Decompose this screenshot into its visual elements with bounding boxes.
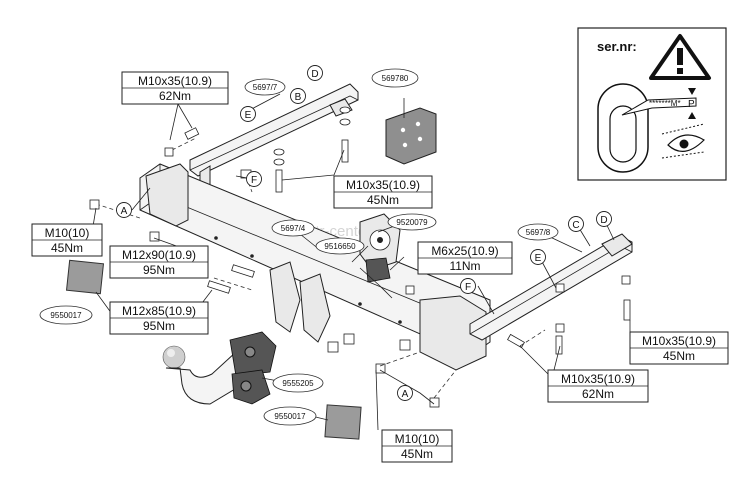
callout-a-left: A xyxy=(116,202,132,218)
nut-top-left xyxy=(164,147,174,157)
tow-ball-assembly xyxy=(162,331,277,405)
part-label-9555205: 9555205 xyxy=(272,373,324,393)
callout-e-top: E xyxy=(240,106,256,122)
callout-letter: B xyxy=(295,92,302,103)
part-label-5697-4: 5697/4 xyxy=(271,219,315,237)
bolt-top-right xyxy=(341,139,349,163)
callout-letter: A xyxy=(402,389,409,400)
part-number-text: 5697/4 xyxy=(281,224,306,233)
spec-box-m6x25: M6x25(10.9) 11Nm xyxy=(417,241,513,275)
bracket-5697-8 xyxy=(469,233,633,341)
spec-text-line2: 95Nm xyxy=(143,263,175,277)
fasteners xyxy=(89,106,631,408)
part-label-5697-8: 5697/8 xyxy=(517,223,559,241)
spec-text-line1: M10x35(10.9) xyxy=(642,334,716,348)
part-number-text: 5697/8 xyxy=(526,228,551,237)
spec-box-m10-bottom: M10(10) 45Nm xyxy=(381,429,453,463)
spec-text-line1: M10(10) xyxy=(395,432,440,446)
part-label-5697-7: 5697/7 xyxy=(244,78,286,96)
bolt-right-3 xyxy=(507,333,525,349)
callout-letter: C xyxy=(572,220,579,231)
spec-text-line1: M12x90(10.9) xyxy=(122,248,196,262)
spec-text-line1: M10(10) xyxy=(45,226,90,240)
part-number-text: 9550017 xyxy=(274,412,306,421)
cover-plate-bottom xyxy=(324,404,362,440)
callout-d-right: D xyxy=(596,211,612,227)
callout-d-top: D xyxy=(307,65,323,81)
spec-text-line2: 45Nm xyxy=(367,193,399,207)
spec-text-line2: 45Nm xyxy=(401,447,433,461)
spec-box-m12x90: M12x90(10.9) 95Nm xyxy=(109,245,209,279)
spec-text-line2: 45Nm xyxy=(51,241,83,255)
spec-text-line1: M10x35(10.9) xyxy=(561,372,635,386)
part-label-9550017-bottom: 9550017 xyxy=(263,406,317,426)
nut-bottom-2 xyxy=(429,397,440,408)
callout-letter: E xyxy=(535,253,542,264)
callout-e-right: E xyxy=(530,249,546,265)
callout-letter: E xyxy=(245,110,252,121)
bolt-m12x85 xyxy=(207,280,231,294)
bolt-top-left xyxy=(184,127,200,140)
bolt-top-center xyxy=(275,169,283,193)
callout-letter: F xyxy=(251,175,257,186)
part-number-text: 9516650 xyxy=(324,242,356,251)
spacer-plate-569780 xyxy=(385,107,437,165)
part-number-text: 9520079 xyxy=(396,218,428,227)
nut-left-1 xyxy=(89,199,100,210)
spec-box-m10x35-62nm-top: M10x35(10.9) 62Nm xyxy=(121,71,229,105)
spec-box-m10x35-45nm-right: M10x35(10.9) 45Nm xyxy=(629,331,729,365)
part-label-9520079: 9520079 xyxy=(387,213,437,231)
serial-number-panel: ser.nr: *******M* P xyxy=(577,27,727,181)
spec-box-m10-left: M10(10) 45Nm xyxy=(31,223,103,257)
spec-text-line2: 62Nm xyxy=(582,387,614,401)
part-number-text: 5697/7 xyxy=(253,83,278,92)
warning-icon xyxy=(649,34,711,80)
serial-plate-text: *******M* xyxy=(649,99,681,108)
bolt-right-2 xyxy=(623,299,631,321)
part-label-9550017-left: 9550017 xyxy=(39,305,93,325)
callout-f-right: F xyxy=(460,278,476,294)
spec-text-line1: M10x35(10.9) xyxy=(346,178,420,192)
part-number-text: 9555205 xyxy=(282,379,314,388)
main-crossbar xyxy=(139,163,491,371)
spec-text-line2: 11Nm xyxy=(449,259,480,273)
spec-text-line2: 95Nm xyxy=(143,319,175,333)
spec-box-m10x35-45nm-top: M10x35(10.9) 45Nm xyxy=(333,175,433,209)
part-label-569780: 569780 xyxy=(371,68,419,88)
spec-text-line1: M10x35(10.9) xyxy=(138,74,212,88)
bracket-5697-7 xyxy=(189,83,359,191)
callout-b: B xyxy=(290,88,306,104)
part-number-text: 9550017 xyxy=(50,311,82,320)
callout-letter: D xyxy=(311,69,318,80)
callout-letter: D xyxy=(600,215,607,226)
cover-plate-left xyxy=(65,259,105,295)
spec-text-line1: M6x25(10.9) xyxy=(431,244,498,258)
spec-text-line2: 62Nm xyxy=(159,89,191,103)
callout-letter: A xyxy=(121,206,128,217)
callout-a-bottom: A xyxy=(397,385,413,401)
nut-bottom-1 xyxy=(375,363,386,374)
bolt-m12x90 xyxy=(231,264,255,278)
eye-icon xyxy=(661,123,705,159)
part-label-9516650: 9516650 xyxy=(315,237,365,255)
serial-plate-letter: P xyxy=(688,99,695,110)
tow-ball-plate-illustration: *******M* P xyxy=(597,83,697,173)
nut-left-2 xyxy=(149,231,160,242)
spec-text-line2: 45Nm xyxy=(663,349,695,363)
bolt-right-1 xyxy=(555,335,563,355)
callout-letter: F xyxy=(465,282,471,293)
callout-c: C xyxy=(568,216,584,232)
part-number-text: 569780 xyxy=(382,74,409,83)
spec-box-m12x85: M12x85(10.9) 95Nm xyxy=(109,301,209,335)
spec-box-m10x35-62nm-right: M10x35(10.9) 62Nm xyxy=(547,369,649,403)
callout-f-top: F xyxy=(246,171,262,187)
spec-text-line1: M12x85(10.9) xyxy=(122,304,196,318)
serial-label: ser.nr: xyxy=(597,39,637,54)
